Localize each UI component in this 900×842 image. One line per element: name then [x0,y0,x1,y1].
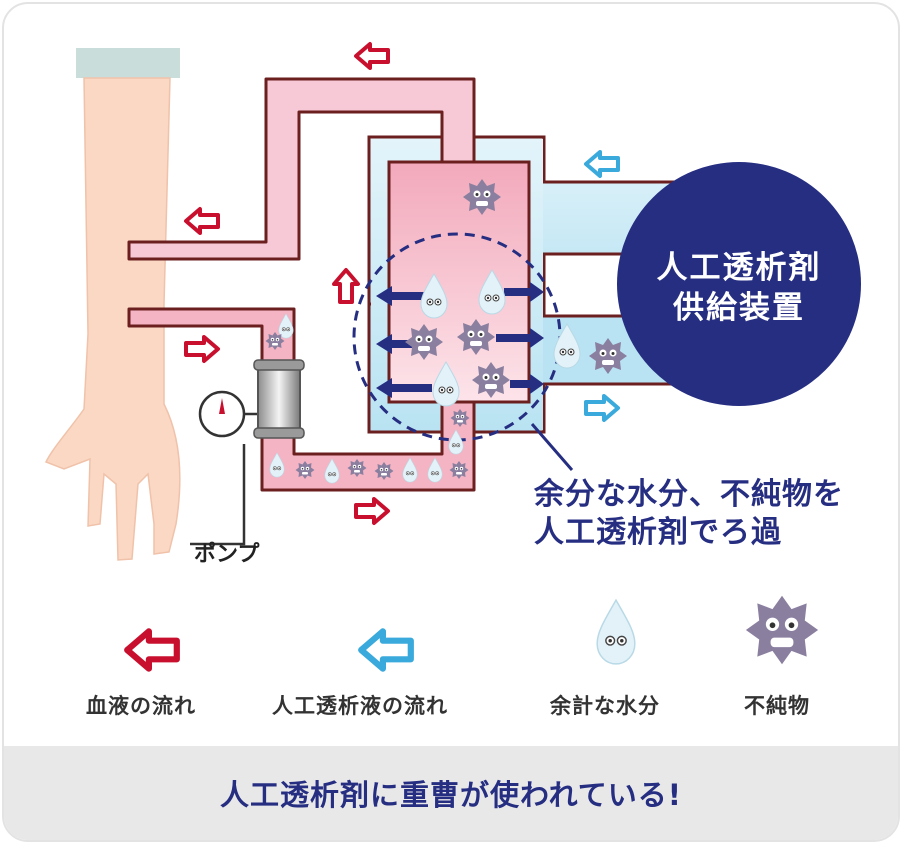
supply-device-title-line2: 供給装置 [672,290,805,326]
dialysis-diagram: 人工透析剤 供給装置 [44,42,861,746]
arm-illustration [44,48,181,561]
supply-device-title-line1: 人工透析剤 [657,250,822,286]
pump-illustration [190,359,305,546]
footer-text: 人工透析剤に重曹が使われている! [220,778,682,812]
legend-label-excess-water: 余計な水分 [550,694,660,718]
impurity-icon [745,595,819,665]
dialyzer-chamber [387,160,531,404]
supply-device [617,162,861,406]
callout-leader-line [530,423,574,471]
legend-label-dialysate-flow: 人工透析液の流れ [272,694,448,718]
blue-arrow-icon [361,631,411,668]
footer-banner: 人工透析剤に重曹が使われている! [4,746,898,840]
pump-label: ポンプ [194,542,260,567]
callout-line1: 余分な水分、不純物を [534,477,844,512]
callout-line2: 人工透析剤でろ過 [534,515,782,550]
filtration-arrows [376,282,544,398]
legend-icons [127,595,819,669]
red-arrow-icon [127,631,177,668]
legend-label-impurity: 不純物 [744,694,810,718]
filter-callout: 余分な水分、不純物を 人工透析剤でろ過 [534,476,874,552]
water-drop-icon [596,599,636,665]
legend-label-blood-flow: 血液の流れ [86,694,196,718]
